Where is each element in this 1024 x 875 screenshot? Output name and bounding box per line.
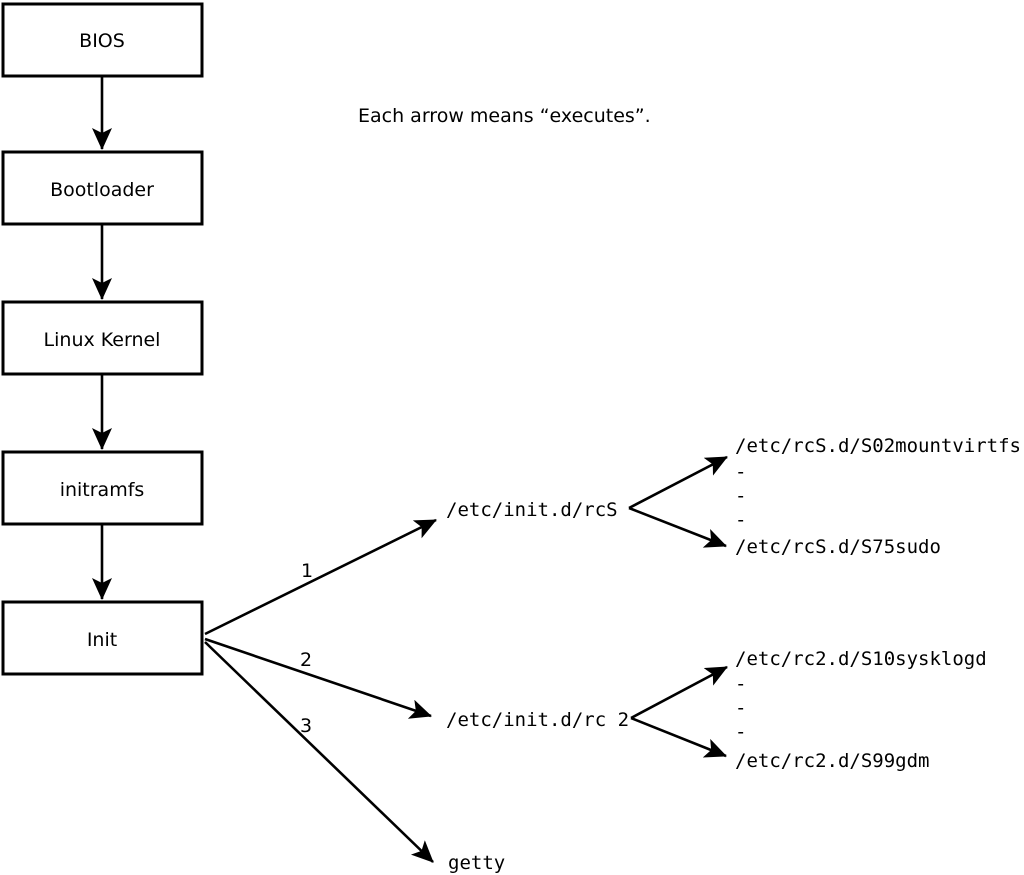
bios-label: BIOS (79, 30, 125, 52)
rc2-child-dash-3: - (735, 721, 746, 743)
bios-box (1, 2, 204, 78)
getty-label: getty (448, 852, 505, 874)
rc2-child-dash-1: - (735, 673, 746, 695)
rc2-child-s99gdm: /etc/rc2.d/S99gdm (735, 750, 929, 772)
arrow-init-to-rc2 (204, 637, 432, 719)
init-box (1, 600, 204, 676)
rcs-child-s75sudo: /etc/rcS.d/S75sudo (735, 536, 941, 558)
bootloader-label: Bootloader (50, 179, 154, 201)
rcs-child-dash-3: - (735, 509, 746, 531)
arrow-init-to-rcs (204, 518, 437, 636)
arrow-rcs-to-s02 (628, 455, 728, 510)
rc2-script-label: /etc/init.d/rc 2 (446, 709, 629, 731)
legend-note: Each arrow means “executes”. (358, 105, 651, 127)
rcs-child-dash-1: - (735, 461, 746, 483)
rc2-child-s10sysklogd: /etc/rc2.d/S10sysklogd (735, 648, 987, 670)
rcs-child-s02mountvirtfs: /etc/rcS.d/S02mountvirtfs (735, 435, 1021, 457)
arrow-rc2-to-s10 (630, 665, 728, 720)
rcs-child-dash-2: - (735, 485, 746, 507)
rcs-script-label: /etc/init.d/rcS (446, 499, 618, 521)
linux-kernel-box (1, 300, 204, 376)
bootloader-box (1, 150, 204, 226)
arrow-init-to-getty (204, 641, 434, 863)
arrow-3-number: 3 (300, 715, 312, 737)
arrow-rcs-to-s75 (628, 506, 727, 548)
arrow-1-number: 1 (301, 560, 313, 582)
arrow-rc2-to-s99 (630, 716, 727, 758)
initramfs-label: initramfs (60, 479, 145, 501)
rc2-child-dash-2: - (735, 697, 746, 719)
arrow-2-number: 2 (300, 649, 312, 671)
init-label: Init (87, 629, 117, 651)
linux-kernel-label: Linux Kernel (44, 329, 161, 351)
